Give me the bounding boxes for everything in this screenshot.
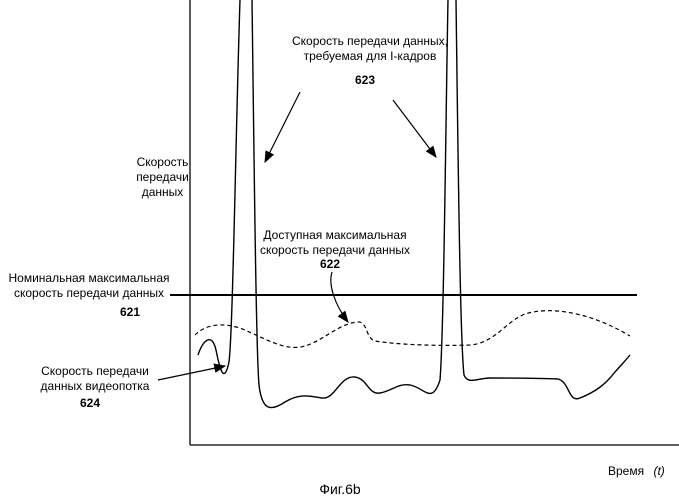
- nominal-max-rate-label: Номинальная максимальная скорость переда…: [0, 271, 178, 301]
- arrow-622: [331, 272, 348, 322]
- x-axis-symbol: (t): [653, 464, 664, 478]
- arrow-623-left: [265, 92, 300, 162]
- nominal-max-rate-ref: 621: [120, 305, 140, 319]
- figure-caption: Фиг.6b: [300, 482, 380, 497]
- arrow-623-right: [393, 100, 436, 157]
- x-axis-title: Время: [608, 464, 644, 478]
- video-stream-rate-label: Скорость передачи данных видеопотка: [30, 364, 160, 394]
- available-max-rate-curve: [195, 311, 630, 348]
- i-frames-rate-label: Скорость передачи данных, требуемая для …: [255, 34, 485, 64]
- y-axis-label: Скорость передачи данных: [115, 155, 210, 200]
- available-max-rate-ref: 622: [320, 257, 340, 271]
- video-stream-rate-ref: 624: [80, 396, 100, 410]
- arrow-624: [158, 366, 225, 380]
- x-axis-label: Время (t): [608, 464, 665, 479]
- i-frames-rate-ref: 623: [355, 73, 375, 87]
- available-max-rate-label: Доступная максимальная скорость передачи…: [240, 228, 430, 258]
